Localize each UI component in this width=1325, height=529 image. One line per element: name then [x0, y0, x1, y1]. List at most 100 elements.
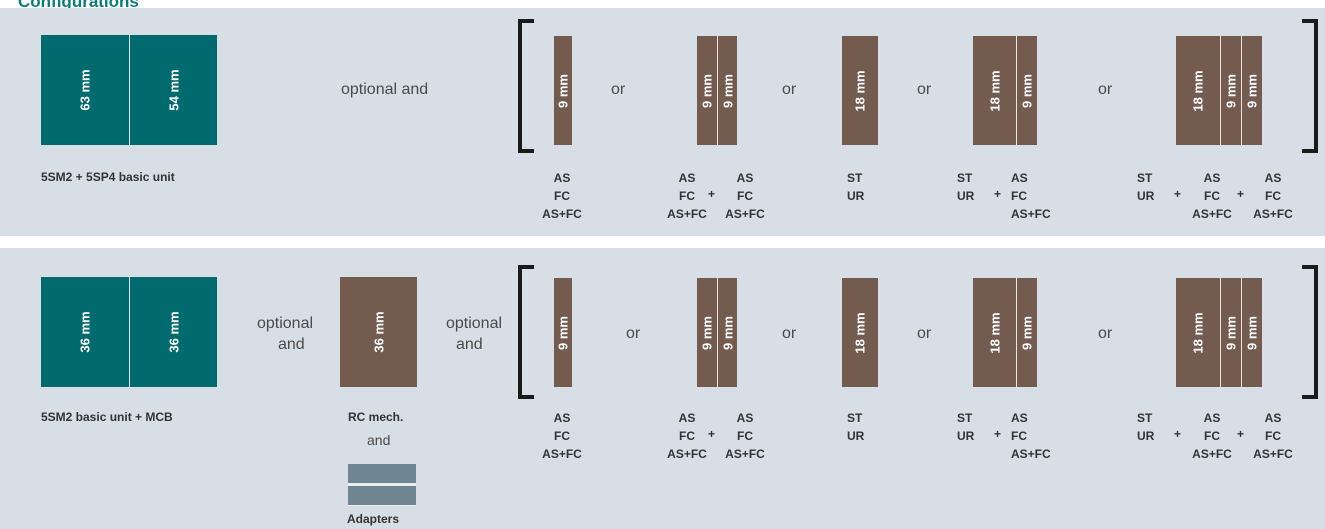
module-width-label: 36 mm: [166, 311, 181, 353]
module-width-label: 18 mm: [852, 311, 868, 354]
module-9mm: 9 mm: [1016, 36, 1037, 145]
option-label: AS FC AS+FC: [1011, 411, 1051, 461]
module-18mm: 18 mm: [842, 36, 878, 145]
rc-mech-caption: RC mech.: [348, 410, 404, 424]
module-9mm: 9 mm: [1241, 36, 1262, 145]
module-width-label: 9 mm: [555, 315, 571, 350]
plus-sign: +: [994, 187, 1002, 201]
module-9mm: 9 mm: [1220, 278, 1241, 387]
or-text: or: [782, 81, 797, 98]
module-36mm: 36 mm: [340, 277, 417, 387]
option-label: AS FC AS+FC: [1253, 411, 1293, 461]
optional-and-text: optional and: [436, 313, 512, 355]
module-width-label: 9 mm: [720, 73, 735, 108]
basic-unit-block: 36 mm 36 mm: [41, 277, 217, 387]
module-width-label: 54 mm: [166, 69, 181, 111]
option-label: AS FC AS+FC: [667, 171, 707, 221]
optional-and-text: optional and: [341, 81, 429, 98]
optional-word: optional: [256, 315, 314, 332]
or-text: or: [782, 325, 797, 342]
option-label: AS FC AS+FC: [1253, 171, 1293, 221]
option-label: AS FC AS+FC: [725, 171, 765, 221]
module-width-label: 9 mm: [1019, 73, 1035, 108]
module-width-label: 18 mm: [1190, 69, 1206, 112]
option-label: AS FC AS+FC: [1192, 171, 1232, 221]
right-bracket: [1302, 265, 1318, 399]
module-width-label: 36 mm: [371, 311, 386, 353]
option-18mm: 18 mm: [842, 278, 878, 387]
optional-and-text: optional and: [250, 313, 320, 355]
plus-sign: +: [1174, 427, 1182, 441]
option-9mm-9mm: 9 mm 9 mm: [697, 278, 737, 387]
module-width-label: 9 mm: [1223, 315, 1239, 350]
and-text: and: [367, 432, 391, 448]
module-width-label: 18 mm: [987, 69, 1002, 112]
module-width-label: 9 mm: [1244, 315, 1260, 350]
module-9mm: 9 mm: [717, 36, 737, 145]
module-9mm: 9 mm: [554, 36, 572, 145]
basic-unit-block: 63 mm 54 mm: [41, 35, 217, 145]
module-18mm: 18 mm: [1176, 278, 1220, 387]
module-width-label: 9 mm: [1019, 315, 1035, 350]
module-18mm: 18 mm: [1176, 36, 1220, 145]
plus-sign: +: [994, 427, 1002, 441]
option-label: AS FC AS+FC: [667, 411, 707, 461]
option-label: ST UR: [1137, 171, 1155, 203]
and-word: and: [278, 336, 305, 353]
module-width-label: 18 mm: [1190, 311, 1206, 354]
option-label: ST UR: [957, 171, 975, 203]
module-width-label: 18 mm: [987, 311, 1002, 354]
option-18mm-9mm: 18 mm 9 mm: [973, 278, 1037, 387]
module-18mm: 18 mm: [842, 278, 878, 387]
or-text: or: [611, 81, 626, 98]
module-9mm: 9 mm: [697, 36, 717, 145]
right-bracket: [1302, 19, 1318, 153]
option-9mm: 9 mm: [554, 36, 572, 145]
module-9mm: 9 mm: [554, 278, 572, 387]
module-9mm: 9 mm: [1220, 36, 1241, 145]
module-18mm: 18 mm: [973, 278, 1016, 387]
plus-sign: +: [1237, 187, 1245, 201]
module-width-label: 9 mm: [720, 315, 735, 350]
plus-sign: +: [708, 427, 716, 441]
module-9mm: 9 mm: [697, 278, 717, 387]
basic-unit-caption: 5SM2 + 5SP4 basic unit: [41, 170, 175, 184]
configuration-panel-2: 36 mm 36 mm 5SM2 basic unit + MCB option…: [0, 248, 1325, 529]
left-bracket: [518, 19, 534, 153]
module-54mm: 54 mm: [129, 35, 217, 145]
module-36mm: 36 mm: [41, 277, 129, 387]
module-width-label: 18 mm: [852, 69, 868, 112]
adapters-caption: Adapters: [347, 512, 400, 526]
module-width-label: 63 mm: [77, 69, 93, 111]
option-label: AS FC AS+FC: [725, 411, 765, 461]
module-18mm: 18 mm: [973, 36, 1016, 145]
option-18mm-9mm-9mm: 18 mm 9 mm 9 mm: [1176, 36, 1262, 145]
module-width-label: 36 mm: [77, 311, 93, 353]
option-9mm-9mm: 9 mm 9 mm: [697, 36, 737, 145]
module-width-label: 9 mm: [699, 315, 715, 350]
module-9mm: 9 mm: [717, 278, 737, 387]
or-text: or: [626, 325, 641, 342]
plus-sign: +: [1237, 427, 1245, 441]
or-text: or: [917, 81, 932, 98]
configuration-panel-1: 63 mm 54 mm 5SM2 + 5SP4 basic unit optio…: [0, 8, 1325, 236]
and-word: and: [456, 336, 483, 353]
module-width-label: 9 mm: [1244, 73, 1260, 108]
option-label: ST UR: [1137, 411, 1155, 443]
module-width-label: 9 mm: [1223, 73, 1239, 108]
option-label: ST UR: [847, 411, 865, 443]
option-label: AS FC AS+FC: [542, 171, 582, 221]
module-width-label: 9 mm: [555, 73, 571, 108]
module-width-label: 9 mm: [699, 73, 715, 108]
option-18mm-9mm: 18 mm 9 mm: [973, 36, 1037, 145]
or-text: or: [1098, 81, 1113, 98]
option-9mm: 9 mm: [554, 278, 572, 387]
optional-word: optional: [445, 315, 503, 332]
plus-sign: +: [1174, 187, 1182, 201]
option-18mm-9mm-9mm: 18 mm 9 mm 9 mm: [1176, 278, 1262, 387]
left-bracket: [518, 265, 534, 399]
option-label: AS FC AS+FC: [1192, 411, 1232, 461]
basic-unit-caption: 5SM2 basic unit + MCB: [41, 410, 173, 424]
or-text: or: [1098, 325, 1113, 342]
option-label: ST UR: [847, 171, 865, 203]
